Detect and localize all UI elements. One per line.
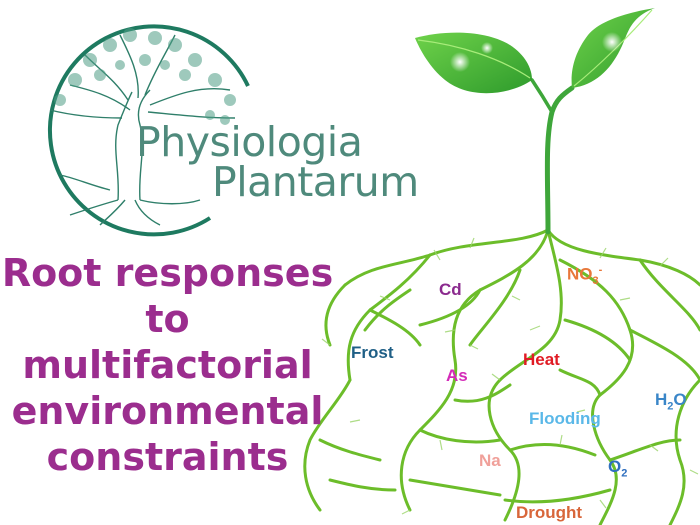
factor-flooding: Flooding [529, 409, 601, 428]
factor-drought: Drought [516, 503, 583, 522]
root-hairs [321, 237, 699, 515]
factor-h2o: H2O [655, 390, 687, 412]
factor-no3-text: NO [567, 264, 593, 284]
factor-no3: NO3- [567, 264, 602, 287]
factor-na: Na [479, 451, 501, 470]
factor-heat: Heat [523, 350, 560, 369]
logo-emblem [48, 24, 250, 237]
seedling-illustration [415, 8, 655, 235]
factor-cd: Cd [439, 280, 462, 299]
leaf-left [415, 32, 532, 94]
tree-foliage [54, 28, 236, 125]
factor-o2: O2 [608, 457, 627, 479]
factor-no3-sub: 3 [592, 275, 599, 288]
logo-title-line1: Physiologia [136, 118, 363, 166]
headline-line: Root responses [1, 251, 334, 295]
factor-no3-sup: - [598, 264, 603, 276]
factor-o2-sub: 2 [621, 467, 628, 480]
factor-o2-text: O [608, 457, 622, 476]
headline-line: environmental [11, 389, 324, 433]
factor-h2o-text: H [655, 390, 668, 409]
factor-as: As [446, 366, 468, 385]
headline-line: to [145, 297, 190, 341]
headline-line: multifactorial [22, 343, 313, 387]
factor-frost: Frost [351, 343, 394, 362]
roots-illustration [303, 228, 700, 525]
headline-line: constraints [46, 435, 289, 479]
stem [544, 85, 575, 235]
headline: Root responses to multifactorial environ… [0, 250, 335, 480]
logo-ring [48, 24, 250, 237]
factor-h2o-tail: O [673, 390, 687, 409]
factor-h2o-sub: 2 [667, 400, 674, 413]
tree-icon [49, 34, 236, 226]
logo-title-line2: Plantarum [212, 158, 419, 206]
